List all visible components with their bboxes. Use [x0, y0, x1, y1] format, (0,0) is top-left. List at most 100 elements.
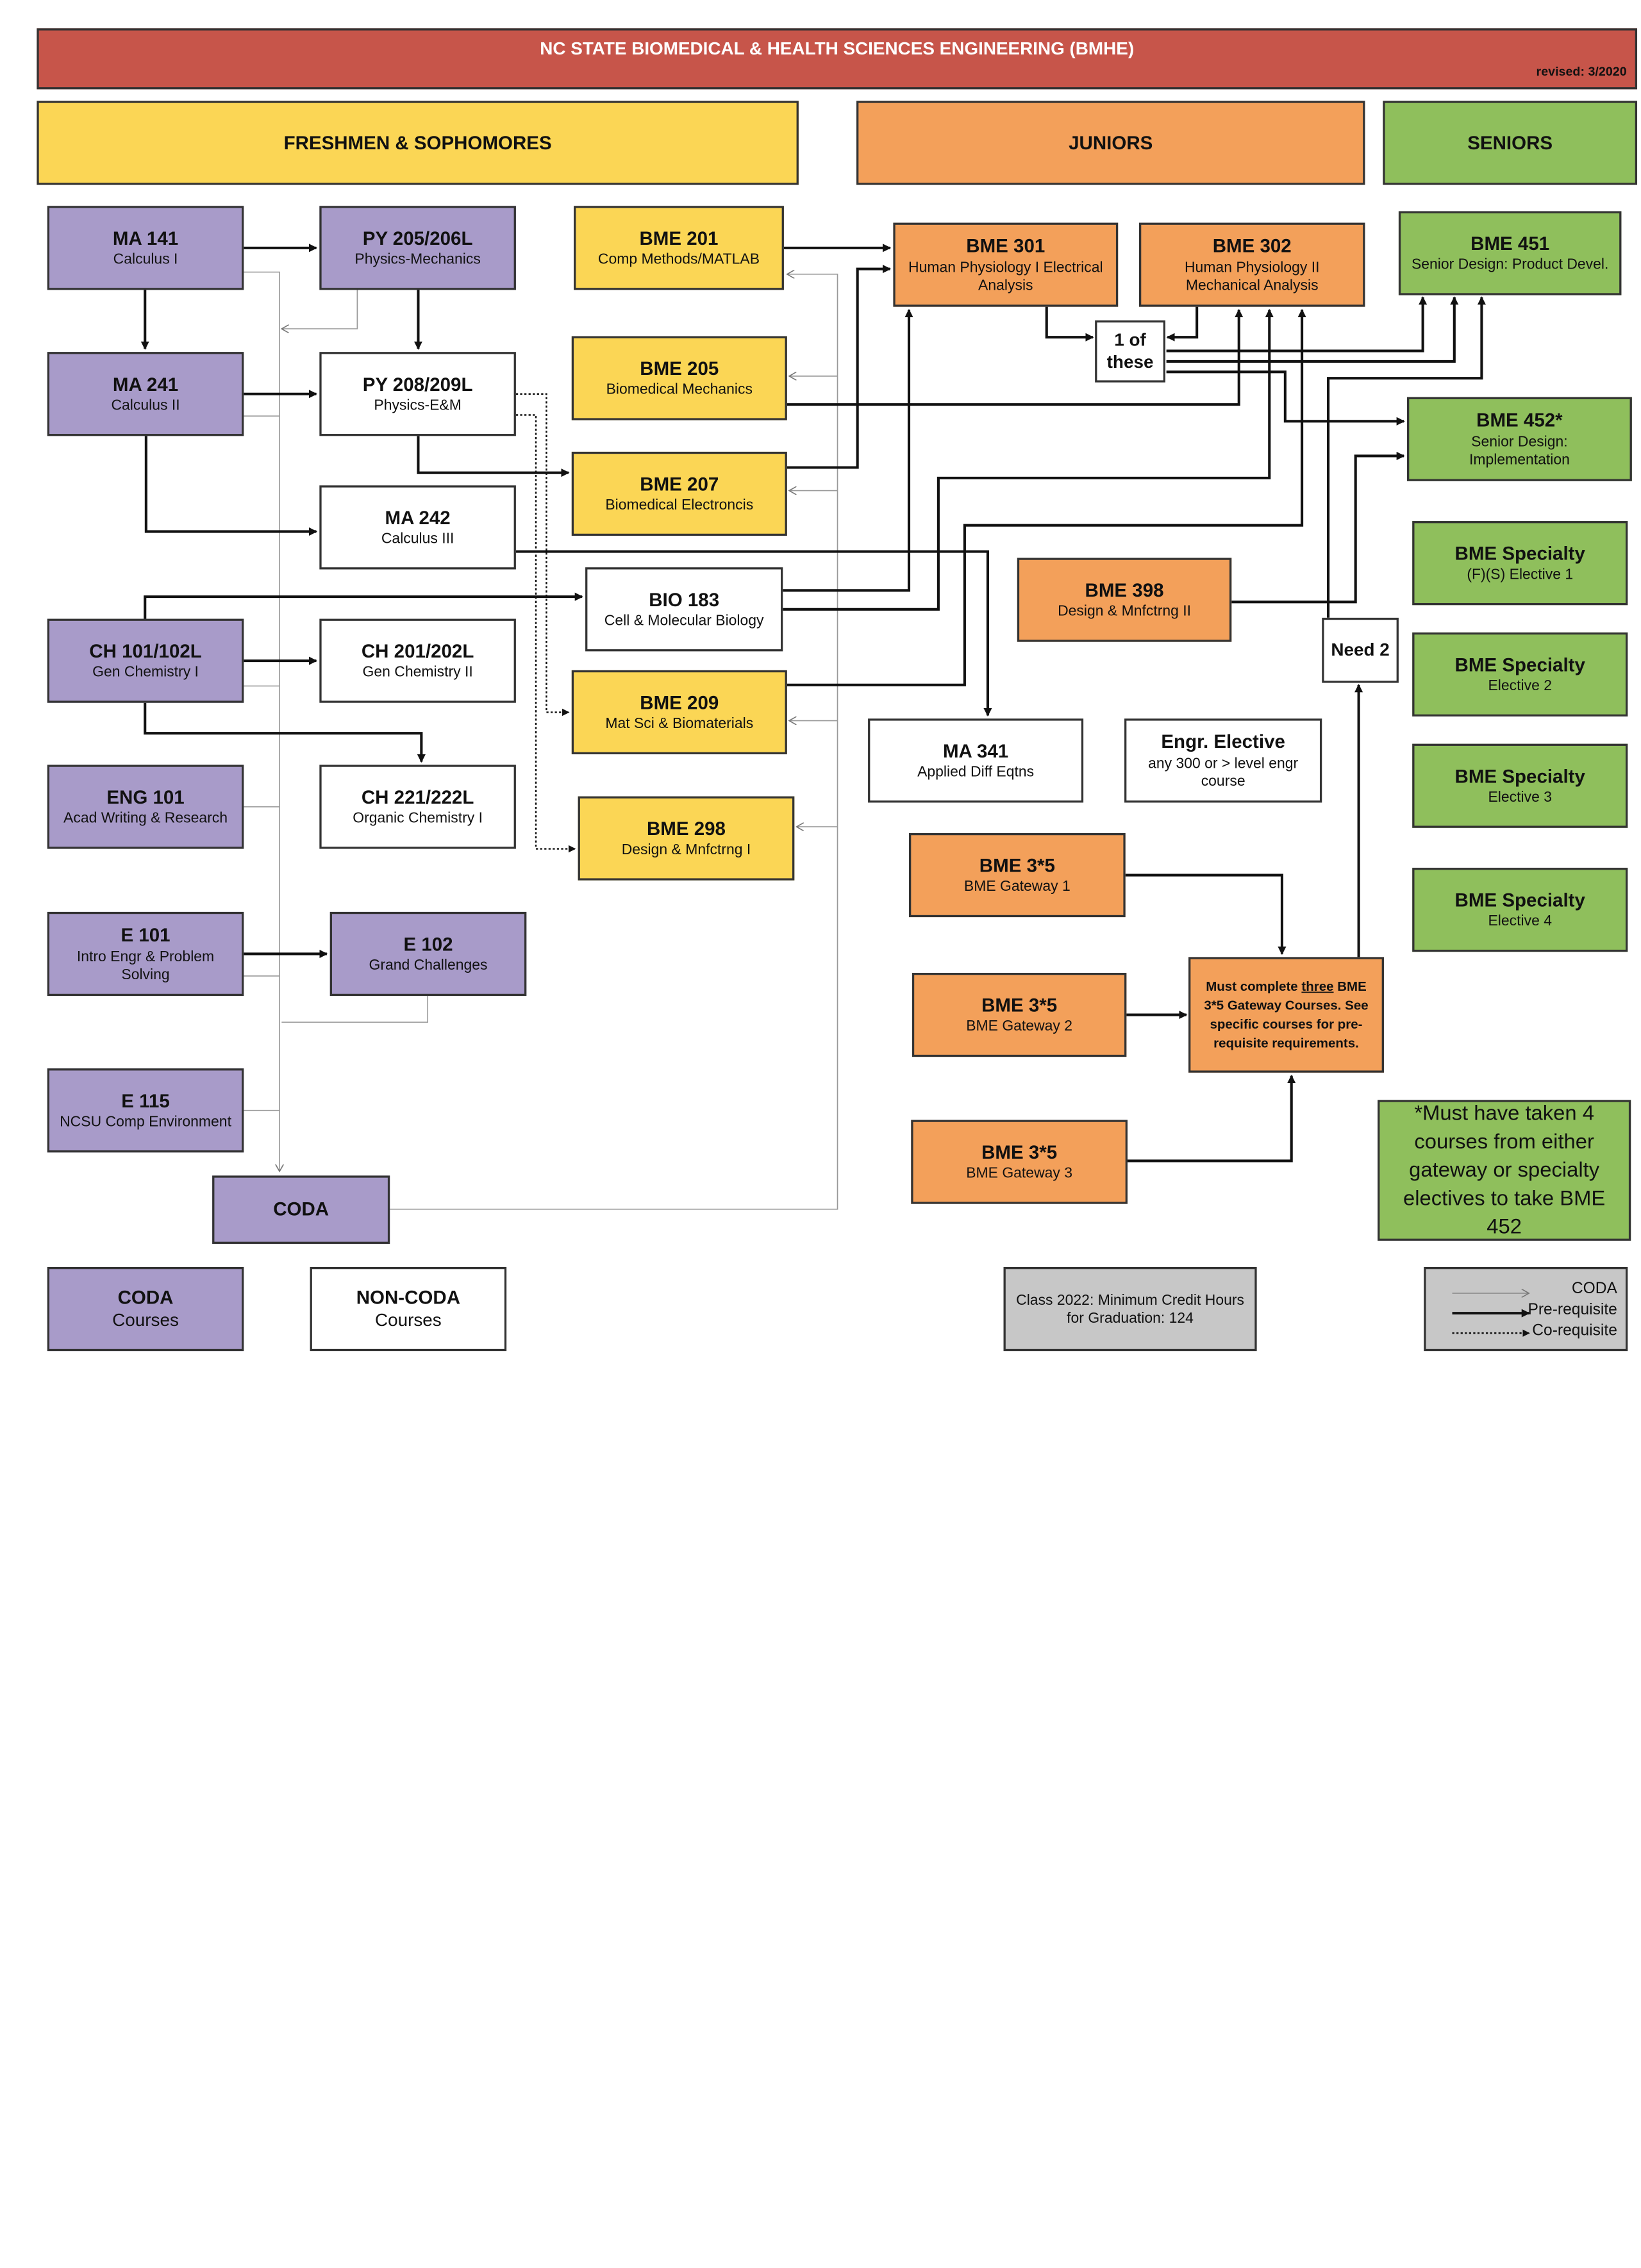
bme452-requirement-note: *Must have taken 4 courses from either g… [1378, 1100, 1631, 1241]
credit-hours-text: Class 2022: Minimum Credit Hours for Gra… [1016, 1291, 1244, 1326]
course-code: ENG 101 [106, 786, 185, 808]
legend-lines [1452, 1269, 1530, 1337]
senior-note-text: *Must have taken 4 courses from either g… [1403, 1101, 1606, 1238]
gateway-note-text: Must complete three BME 3*5 Gateway Cour… [1201, 977, 1372, 1053]
course-code: BME Specialty [1454, 543, 1585, 564]
arrow-legend: CODA Pre-requisite Co-requisite [1424, 1266, 1628, 1352]
course-ma242[interactable]: MA 242 Calculus III [319, 485, 516, 570]
course-bme398[interactable]: BME 398 Design & Mnfctrng II [1017, 558, 1232, 642]
gateway-note-pre: Must complete [1206, 979, 1302, 994]
course-ma341[interactable]: MA 341 Applied Diff Eqtns [868, 718, 1084, 803]
course-name: any 300 or > level engr course [1148, 754, 1299, 789]
course-eng101[interactable]: ENG 101 Acad Writing & Research [47, 765, 244, 849]
course-name: Calculus III [381, 529, 454, 547]
course-code: PY 205/206L [362, 228, 473, 249]
need-two-node[interactable]: Need 2 [1322, 617, 1399, 683]
key-line2: Courses [112, 1309, 179, 1330]
course-code: BME 451 [1470, 233, 1550, 254]
course-code: BME 298 [646, 818, 726, 840]
course-code: BME 207 [640, 473, 719, 495]
course-specialty-1[interactable]: BME Specialty (F)(S) Elective 1 [1412, 521, 1628, 606]
course-name: Grand Challenges [369, 956, 488, 973]
course-specialty-2[interactable]: BME Specialty Elective 2 [1412, 632, 1628, 717]
course-code: Engr. Elective [1161, 731, 1285, 753]
course-bme209[interactable]: BME 209 Mat Sci & Biomaterials [571, 670, 787, 755]
course-name: Biomedical Electroncis [605, 496, 754, 513]
key-line2: Courses [374, 1309, 442, 1330]
course-name: NCSU Comp Environment [60, 1113, 231, 1130]
coda-node[interactable]: CODA [212, 1175, 390, 1244]
course-code: BME 302 [1212, 235, 1292, 257]
gateway-requirement-note: Must complete three BME 3*5 Gateway Cour… [1188, 957, 1384, 1073]
course-specialty-4[interactable]: BME Specialty Elective 4 [1412, 868, 1628, 952]
course-bme302[interactable]: BME 302 Human Physiology II Mechanical A… [1139, 222, 1365, 307]
course-name: Senior Design: Implementation [1469, 433, 1570, 468]
key-coda-courses: CODA Courses [47, 1266, 244, 1352]
course-py208[interactable]: PY 208/209L Physics-E&M [319, 352, 516, 436]
course-name: Organic Chemistry I [353, 809, 483, 827]
course-ma241[interactable]: MA 241 Calculus II [47, 352, 244, 436]
course-name: Physics-E&M [374, 396, 462, 413]
course-name: Intro Engr & Problem Solving [76, 947, 215, 982]
course-code: BME 3*5 [981, 1141, 1058, 1163]
course-bme452[interactable]: BME 452* Senior Design: Implementation [1407, 397, 1632, 481]
course-name: BME Gateway 2 [966, 1017, 1073, 1034]
course-ch201[interactable]: CH 201/202L Gen Chemistry II [319, 618, 516, 703]
course-code: BIO 183 [649, 589, 720, 611]
course-name: Gen Chemistry I [92, 663, 199, 681]
course-bme207[interactable]: BME 207 Biomedical Electroncis [571, 451, 787, 536]
course-name: BME Gateway 3 [966, 1164, 1073, 1182]
course-name: Applied Diff Eqtns [917, 763, 1035, 781]
course-gateway-2[interactable]: BME 3*5 BME Gateway 2 [912, 972, 1127, 1057]
one-of-these-node[interactable]: 1 of these [1095, 320, 1165, 383]
course-bme301[interactable]: BME 301 Human Physiology I Electrical An… [893, 222, 1119, 307]
course-name: BME Gateway 1 [963, 877, 1070, 895]
course-code: BME Specialty [1454, 765, 1585, 787]
course-code: 1 of these [1106, 329, 1154, 372]
course-e115[interactable]: E 115 NCSU Comp Environment [47, 1068, 244, 1153]
course-py205[interactable]: PY 205/206L Physics-Mechanics [319, 206, 516, 290]
course-e101[interactable]: E 101 Intro Engr & Problem Solving [47, 911, 244, 997]
legend-coda: CODA [1571, 1279, 1617, 1298]
course-code: BME 398 [1085, 579, 1164, 601]
course-name: Senior Design: Product Devel. [1411, 255, 1609, 273]
course-bme205[interactable]: BME 205 Biomedical Mechanics [571, 336, 787, 420]
course-name: Elective 4 [1488, 912, 1552, 929]
course-code: MA 141 [112, 228, 179, 249]
course-ma141[interactable]: MA 141 Calculus I [47, 206, 244, 290]
title-bar: NC STATE BIOMEDICAL & HEALTH SCIENCES EN… [37, 28, 1638, 90]
course-name: Calculus I [113, 250, 178, 268]
course-ch101[interactable]: CH 101/102L Gen Chemistry I [47, 618, 244, 703]
course-specialty-3[interactable]: BME Specialty Elective 3 [1412, 743, 1628, 828]
course-code: CODA [273, 1198, 329, 1220]
course-name: Gen Chemistry II [362, 663, 473, 681]
course-name: Cell & Molecular Biology [604, 611, 764, 629]
revised-date: revised: 3/2020 [1536, 63, 1627, 79]
course-code: BME Specialty [1454, 654, 1585, 675]
course-name: Biomedical Mechanics [606, 381, 753, 398]
course-name: Calculus II [111, 396, 180, 413]
course-code: BME 209 [640, 691, 719, 713]
course-engr-elective[interactable]: Engr. Elective any 300 or > level engr c… [1124, 718, 1322, 803]
course-bio183[interactable]: BIO 183 Cell & Molecular Biology [585, 567, 783, 652]
course-name: Comp Methods/MATLAB [597, 250, 760, 268]
course-code: E 101 [121, 925, 171, 947]
course-name: Design & Mnfctrng II [1058, 602, 1191, 620]
course-code: BME 3*5 [981, 995, 1058, 1016]
course-name: Mat Sci & Biomaterials [605, 715, 754, 732]
course-e102[interactable]: E 102 Grand Challenges [329, 911, 527, 997]
course-bme451[interactable]: BME 451 Senior Design: Product Devel. [1398, 211, 1622, 295]
course-bme298[interactable]: BME 298 Design & Mnfctrng I [578, 796, 795, 881]
page-title: NC STATE BIOMEDICAL & HEALTH SCIENCES EN… [540, 38, 1135, 59]
course-ch221[interactable]: CH 221/222L Organic Chemistry I [319, 765, 516, 849]
course-gateway-1[interactable]: BME 3*5 BME Gateway 1 [908, 832, 1126, 918]
course-code: E 102 [403, 934, 453, 955]
course-name: (F)(S) Elective 1 [1467, 565, 1574, 583]
course-name: Elective 2 [1488, 677, 1552, 694]
course-code: MA 242 [385, 507, 451, 529]
course-name: Acad Writing & Research [63, 809, 228, 827]
course-code: BME 201 [639, 228, 719, 249]
course-bme201[interactable]: BME 201 Comp Methods/MATLAB [574, 206, 784, 290]
key-noncoda-courses: NON-CODA Courses [310, 1266, 507, 1352]
course-gateway-3[interactable]: BME 3*5 BME Gateway 3 [911, 1120, 1128, 1204]
